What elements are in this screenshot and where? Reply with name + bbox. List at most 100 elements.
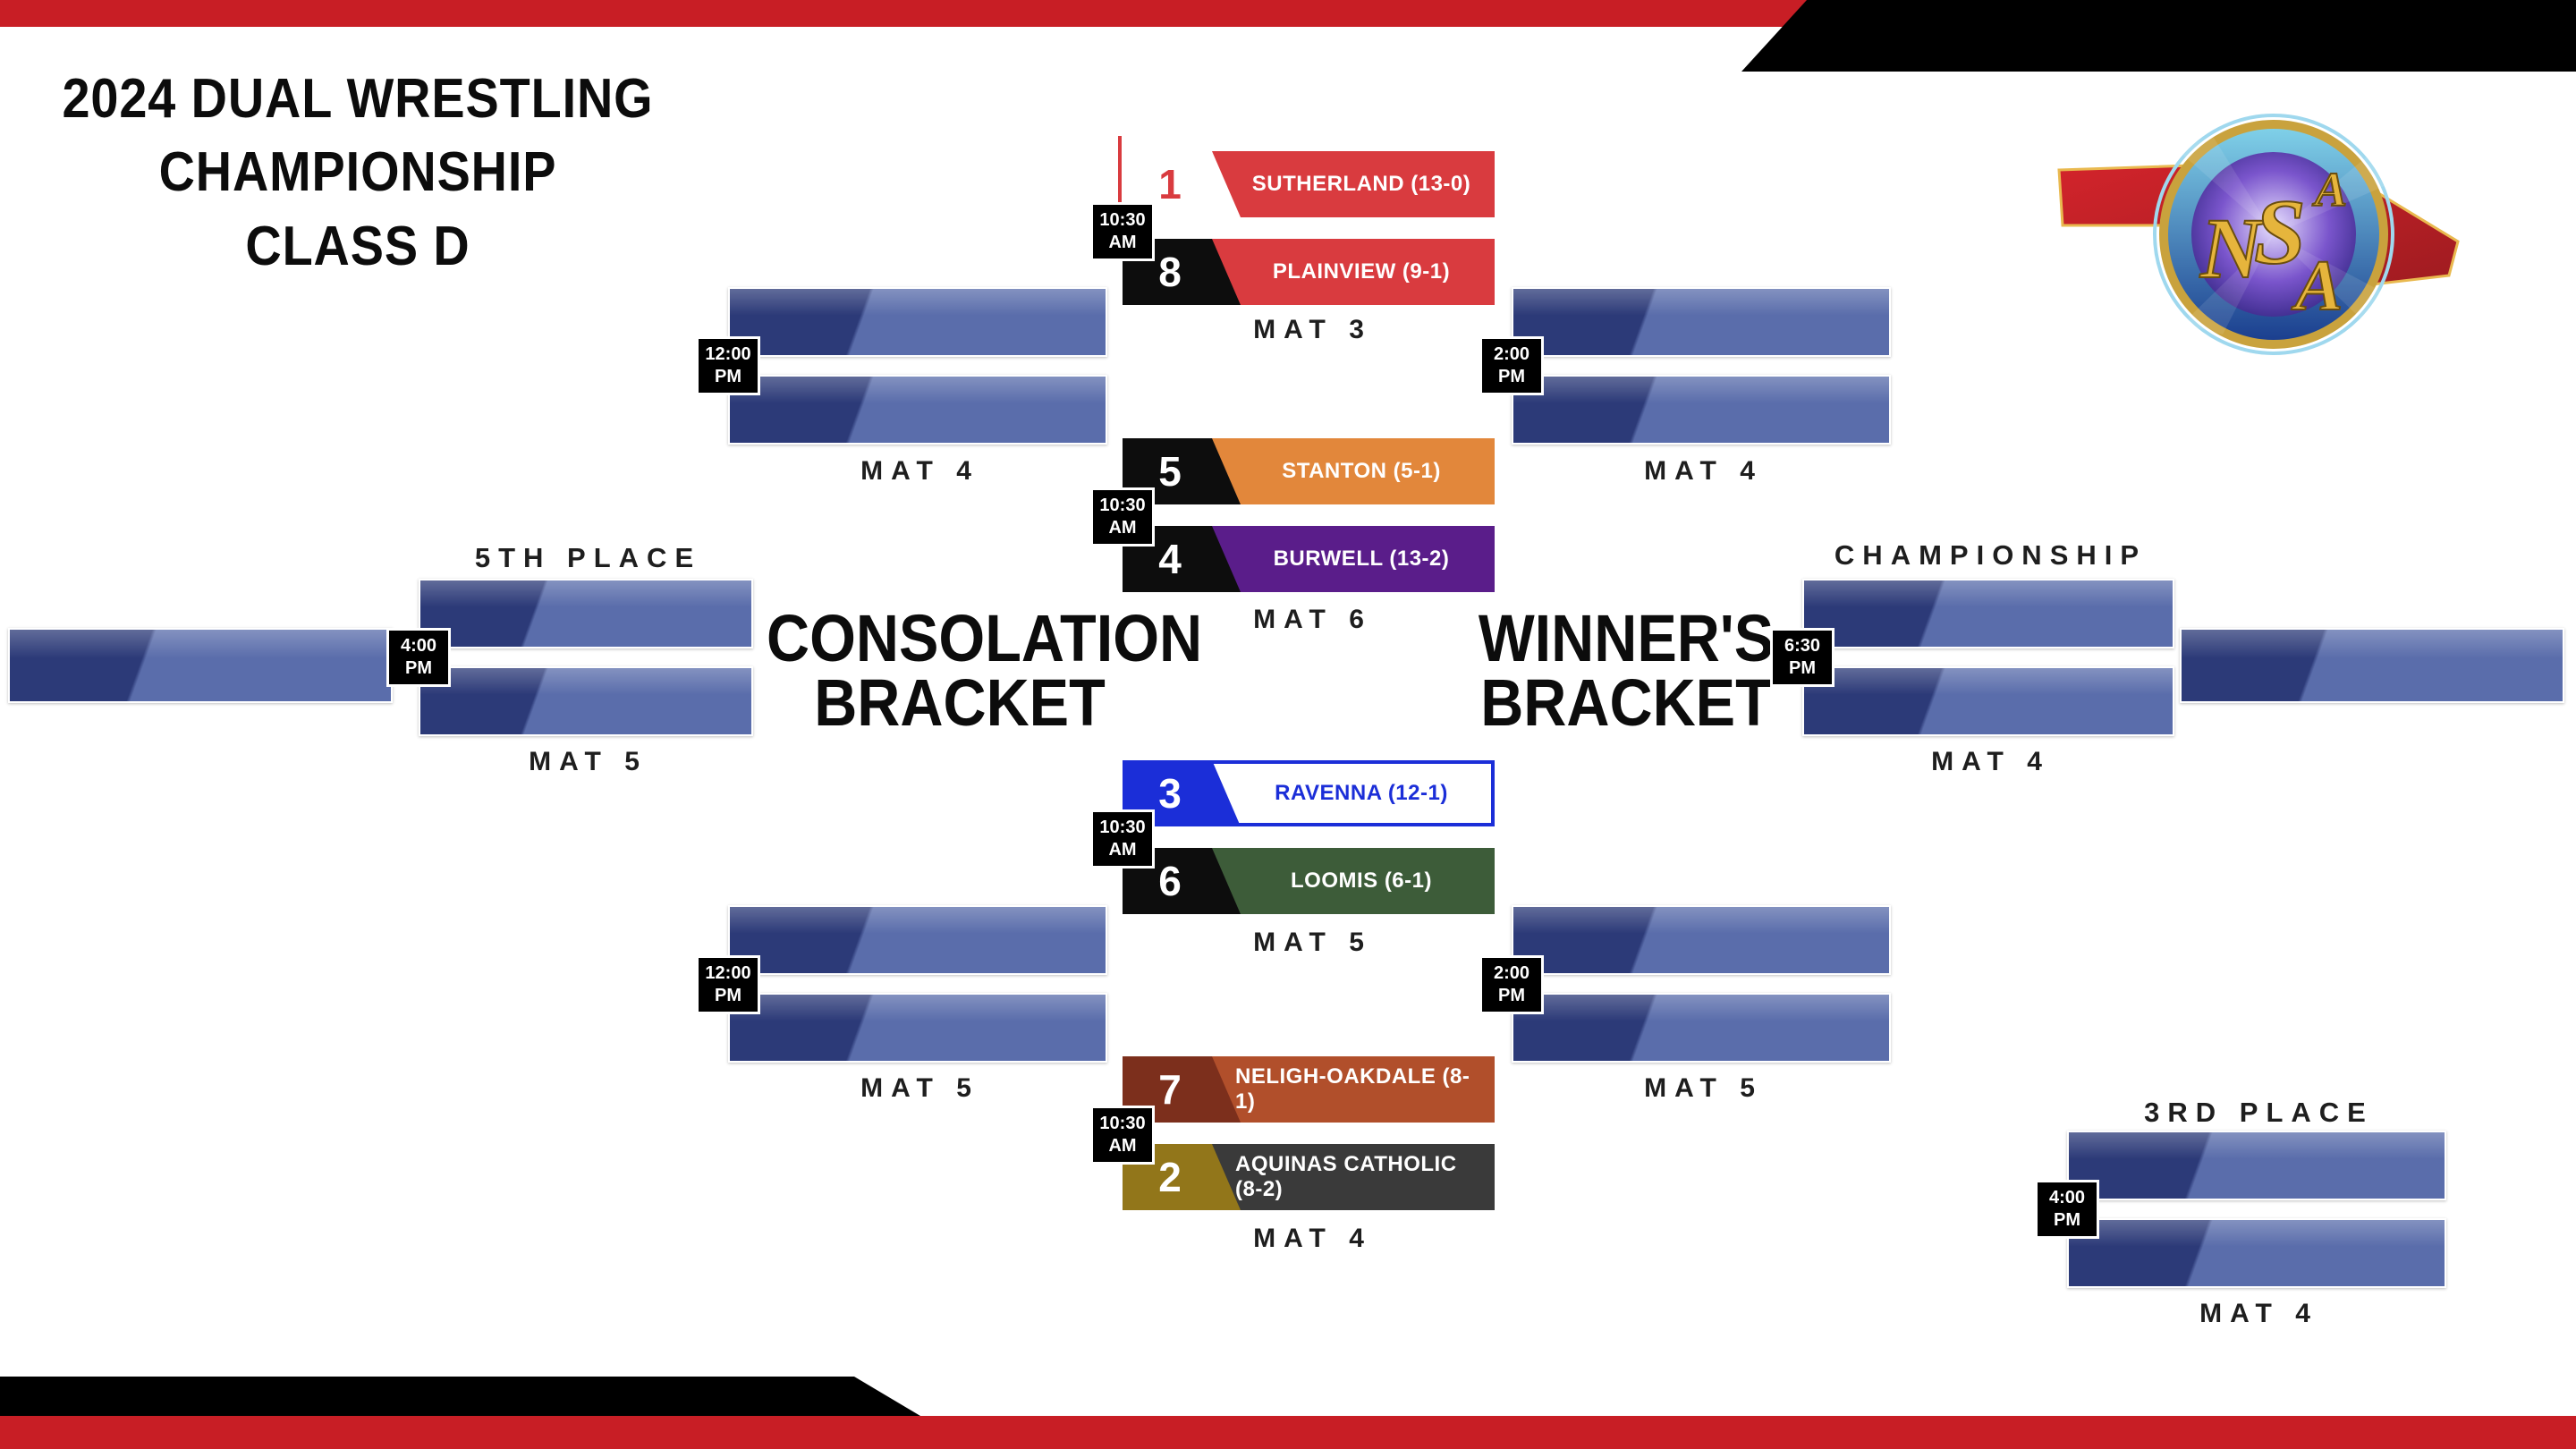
nsaa-logo-graphic: N S A A bbox=[2057, 114, 2460, 355]
heading-line: WINNER'S bbox=[1478, 601, 1775, 675]
empty-slot bbox=[419, 666, 753, 736]
mat-label: MAT 5 bbox=[529, 747, 648, 776]
team-name: PLAINVIEW (9-1) bbox=[1272, 259, 1451, 284]
time-meridiem: PM bbox=[1789, 658, 1816, 678]
time-badge: 2:00 PM bbox=[1479, 336, 1544, 395]
team-row: RAVENNA (12-1) 3 bbox=[1123, 760, 1495, 826]
mat-label: MAT 4 bbox=[1253, 1224, 1372, 1253]
team-name: SUTHERLAND (13-0) bbox=[1251, 172, 1471, 196]
time-hour: 6:30 bbox=[1784, 636, 1821, 656]
empty-slot bbox=[728, 993, 1107, 1063]
heading-line: BRACKET bbox=[814, 665, 1106, 740]
championship-winner-slot bbox=[2180, 628, 2564, 703]
team-name: LOOMIS (6-1) bbox=[1290, 869, 1432, 893]
mat-label: MAT 5 bbox=[1644, 1073, 1763, 1103]
logo-letter-s: S bbox=[2254, 181, 2306, 284]
time-hour: 2:00 bbox=[1493, 963, 1530, 983]
time-meridiem: AM bbox=[1108, 233, 1137, 252]
empty-slot bbox=[728, 287, 1107, 357]
time-hour: 10:30 bbox=[1099, 496, 1146, 515]
mat-label: MAT 3 bbox=[1253, 315, 1372, 344]
mat-label: MAT 4 bbox=[1931, 747, 2050, 776]
time-meridiem: PM bbox=[1498, 367, 1525, 386]
empty-slot bbox=[728, 375, 1107, 445]
time-badge: 10:30 AM bbox=[1090, 487, 1155, 547]
seed-number: 2 bbox=[1158, 1154, 1182, 1200]
empty-slot bbox=[1802, 579, 2174, 648]
bottom-red-bar bbox=[0, 1416, 2576, 1449]
page-title: 2024 DUAL WRESTLING CHAMPIONSHIP CLASS D bbox=[60, 63, 656, 284]
time-meridiem: AM bbox=[1108, 1136, 1137, 1156]
bracket-connector-line bbox=[1118, 136, 1122, 217]
time-hour: 2:00 bbox=[1493, 344, 1530, 364]
mat-label: MAT 6 bbox=[1253, 605, 1372, 634]
team-row: NELIGH-OAKDALE (8-1) 7 bbox=[1123, 1056, 1495, 1123]
seed-number: 1 bbox=[1158, 161, 1182, 208]
fifth-place-label: 5TH PLACE bbox=[474, 542, 702, 573]
empty-slot bbox=[1512, 905, 1891, 975]
team-row: AQUINAS CATHOLIC (8-2) 2 bbox=[1123, 1144, 1495, 1210]
time-meridiem: PM bbox=[2054, 1210, 2080, 1230]
team-row: LOOMIS (6-1) 6 bbox=[1123, 848, 1495, 914]
title-line-2: CHAMPIONSHIP bbox=[158, 141, 557, 204]
time-hour: 12:00 bbox=[705, 963, 751, 983]
team-row: PLAINVIEW (9-1) 8 bbox=[1123, 239, 1495, 305]
time-badge: 6:30 PM bbox=[1770, 628, 1835, 687]
time-meridiem: PM bbox=[715, 986, 741, 1005]
heading-line: CONSOLATION bbox=[767, 601, 1203, 675]
mat-label: MAT 4 bbox=[860, 456, 979, 486]
time-badge: 4:00 PM bbox=[386, 628, 451, 687]
time-hour: 10:30 bbox=[1099, 1114, 1146, 1133]
empty-slot bbox=[2067, 1131, 2446, 1200]
time-badge: 10:30 AM bbox=[1090, 202, 1155, 261]
seed-number: 8 bbox=[1158, 249, 1182, 295]
seed-number: 4 bbox=[1158, 536, 1182, 582]
emblem-center bbox=[2191, 152, 2356, 317]
empty-slot bbox=[728, 905, 1107, 975]
fifth-place-winner-slot bbox=[8, 628, 393, 703]
time-meridiem: PM bbox=[405, 658, 432, 678]
team-name: RAVENNA (12-1) bbox=[1275, 781, 1448, 805]
empty-slot bbox=[1512, 375, 1891, 445]
time-hour: 4:00 bbox=[400, 636, 437, 656]
team-name: NELIGH-OAKDALE (8-1) bbox=[1235, 1064, 1470, 1114]
team-row: STANTON (5-1) 5 bbox=[1123, 438, 1495, 504]
emblem-outer-ring bbox=[2153, 114, 2394, 355]
seed-number: 5 bbox=[1158, 448, 1182, 495]
time-hour: 10:30 bbox=[1099, 818, 1146, 837]
winners-bracket-heading: WINNER'S BRACKET bbox=[1433, 601, 1819, 740]
empty-slot bbox=[1512, 993, 1891, 1063]
heading-line: BRACKET bbox=[1480, 665, 1772, 740]
mat-label: MAT 4 bbox=[1644, 456, 1763, 486]
logo-letter-a1: A bbox=[2312, 163, 2347, 216]
logo-letter-n: N bbox=[2199, 200, 2266, 296]
team-name: STANTON (5-1) bbox=[1282, 459, 1441, 483]
time-meridiem: PM bbox=[1498, 986, 1525, 1005]
time-meridiem: PM bbox=[715, 367, 741, 386]
title-line-3: CLASS D bbox=[245, 215, 470, 277]
mat-label: MAT 5 bbox=[860, 1073, 979, 1103]
time-badge: 12:00 PM bbox=[696, 955, 760, 1014]
title-line-1: 2024 DUAL WRESTLING bbox=[62, 68, 654, 130]
time-meridiem: AM bbox=[1108, 840, 1137, 860]
seed-number: 7 bbox=[1158, 1066, 1182, 1113]
team-name: BURWELL (13-2) bbox=[1273, 547, 1450, 571]
time-hour: 12:00 bbox=[705, 344, 751, 364]
empty-slot bbox=[419, 579, 753, 648]
mat-label: MAT 5 bbox=[1253, 928, 1372, 957]
empty-slot bbox=[1512, 287, 1891, 357]
championship-label: CHAMPIONSHIP bbox=[1834, 539, 2148, 571]
team-name: AQUINAS CATHOLIC (8-2) bbox=[1235, 1152, 1457, 1201]
logo-letter-a2: A bbox=[2291, 247, 2343, 326]
time-badge: 4:00 PM bbox=[2035, 1180, 2099, 1239]
time-hour: 10:30 bbox=[1099, 210, 1146, 230]
team-row: SUTHERLAND (13-0) 1 bbox=[1123, 151, 1495, 217]
seed-number: 6 bbox=[1158, 858, 1182, 904]
nsaa-logo: N S A A bbox=[2030, 100, 2487, 369]
team-row: BURWELL (13-2) 4 bbox=[1123, 526, 1495, 592]
top-black-wedge bbox=[1741, 0, 2576, 72]
mat-label: MAT 4 bbox=[2199, 1299, 2318, 1328]
time-hour: 4:00 bbox=[2048, 1188, 2086, 1208]
time-badge: 10:30 AM bbox=[1090, 809, 1155, 869]
time-badge: 2:00 PM bbox=[1479, 955, 1544, 1014]
